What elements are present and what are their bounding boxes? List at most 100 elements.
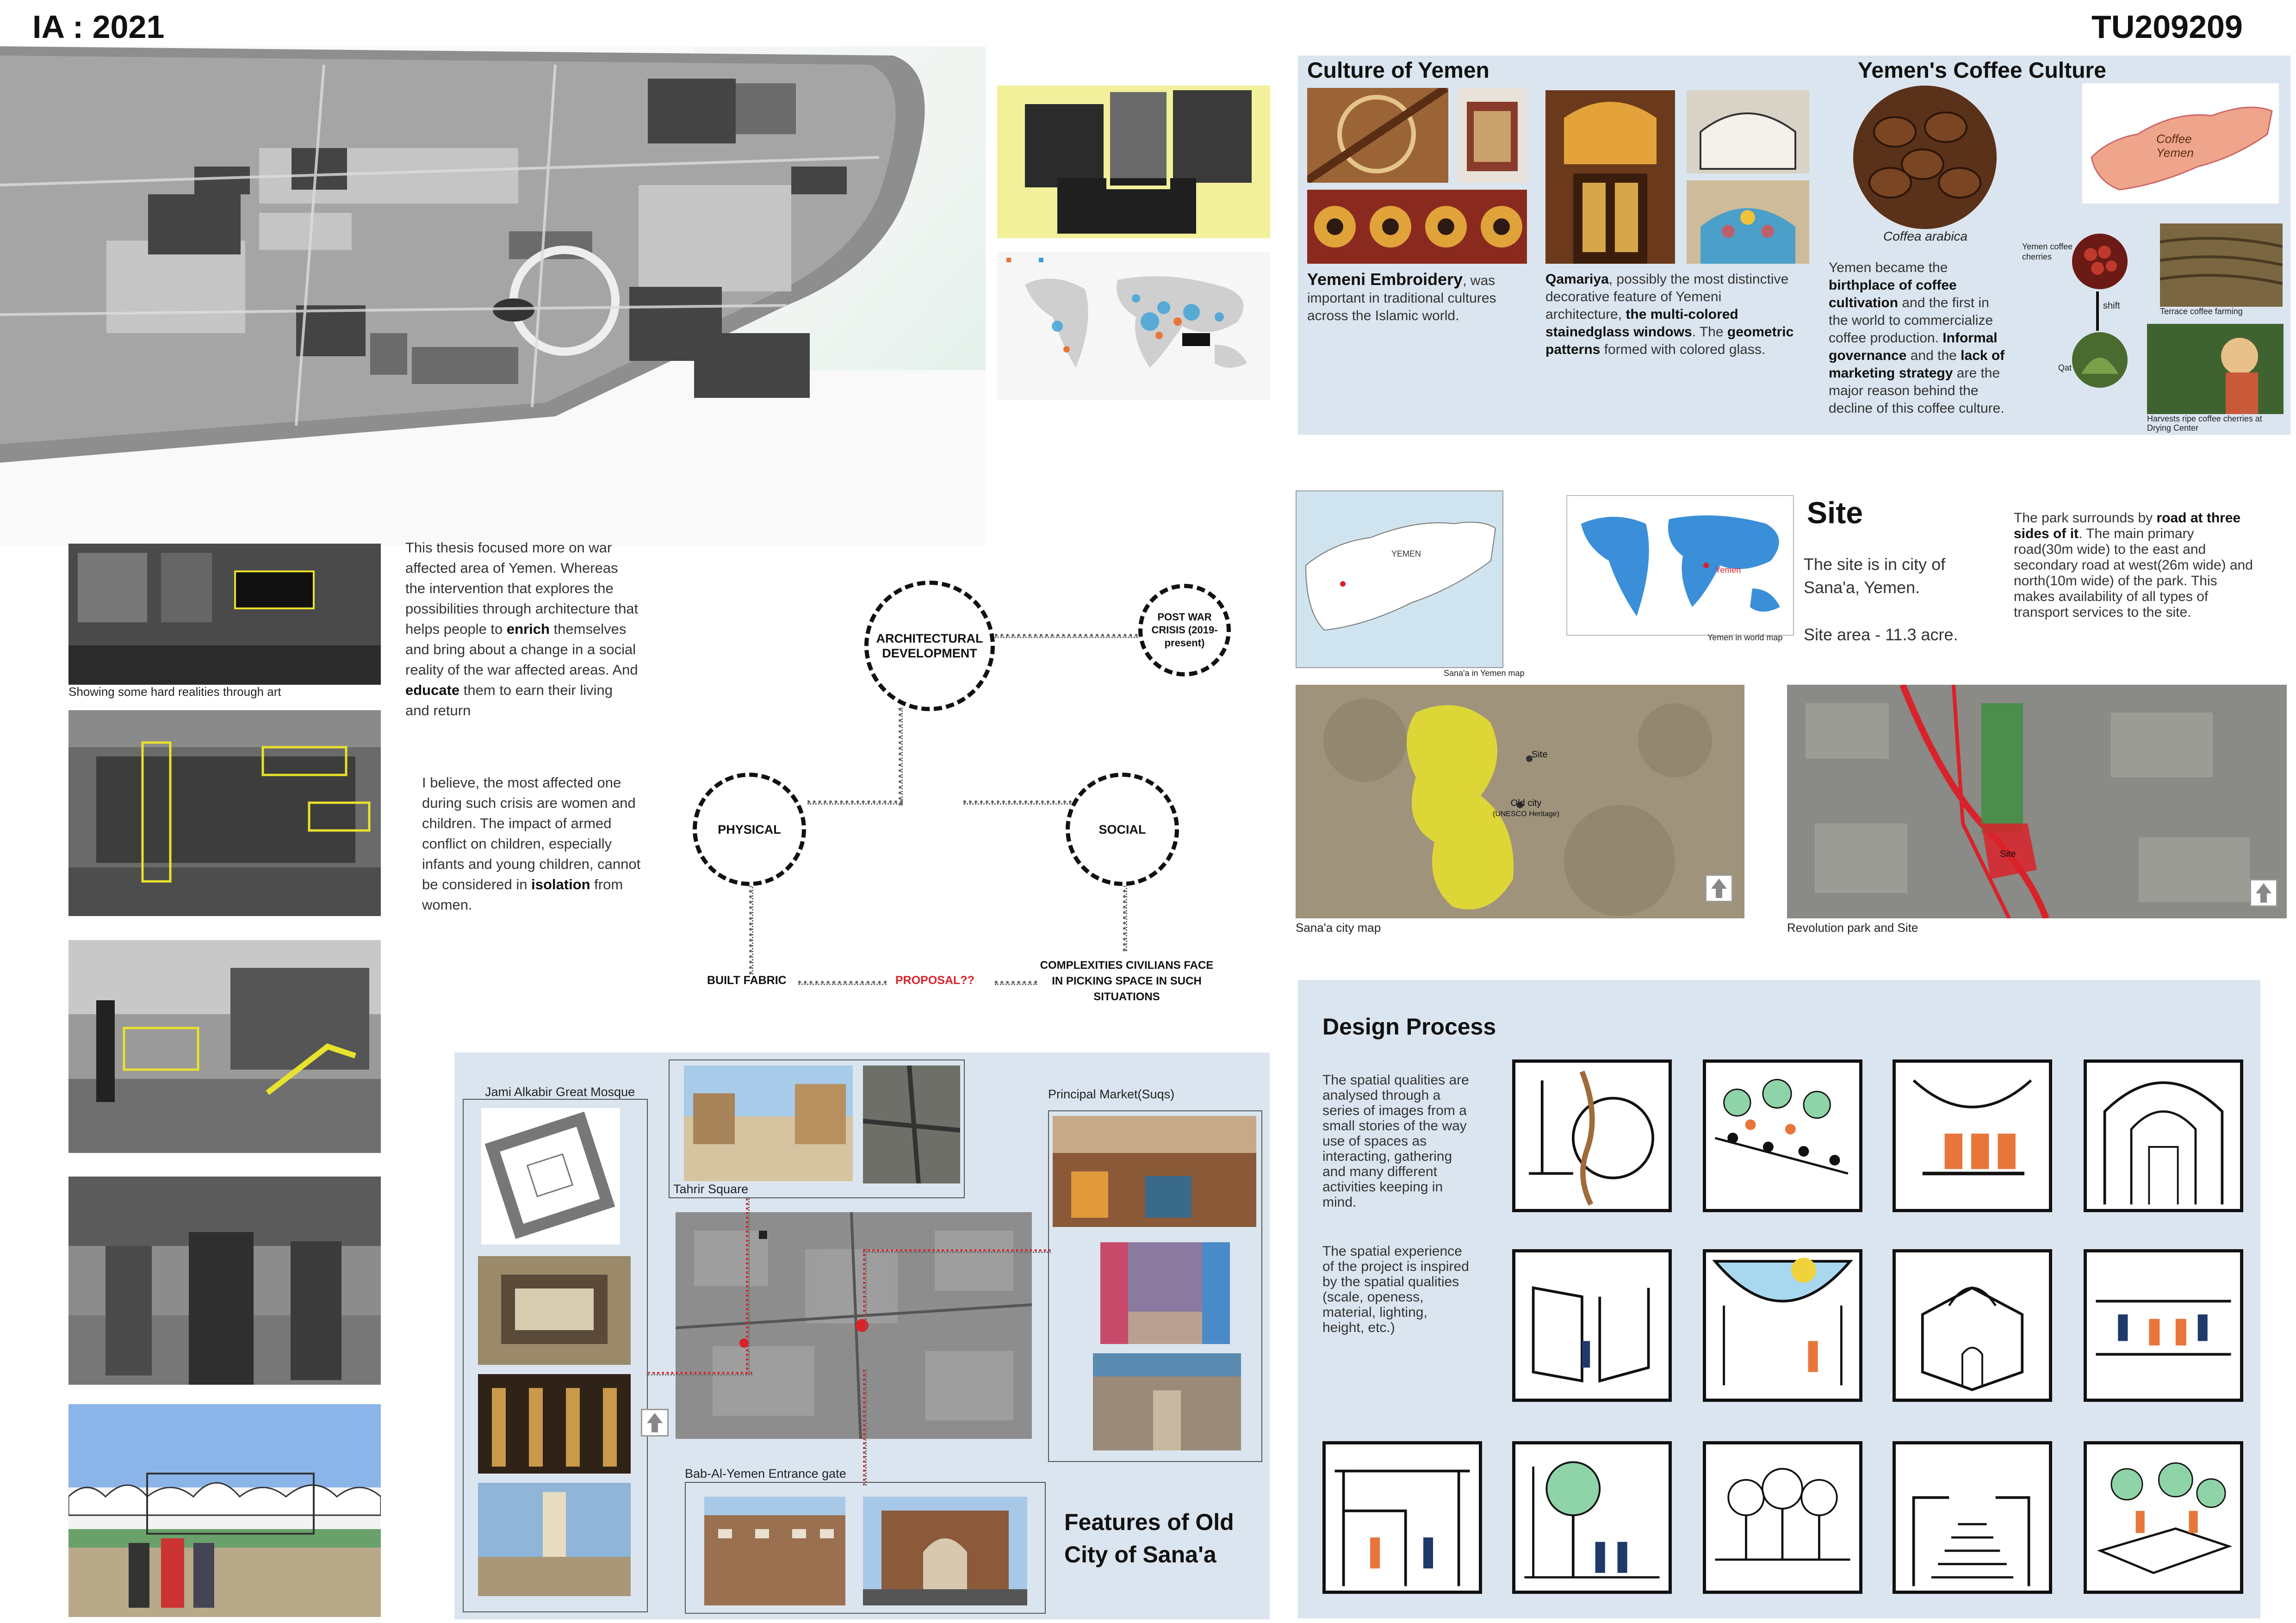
market-photo-2 <box>1100 1242 1230 1344</box>
sketch-3-3 <box>1703 1441 1862 1594</box>
qamariya-window-photo-2 <box>1687 180 1809 264</box>
qamariya-door-photo <box>1545 90 1675 264</box>
sheet-code-right: TU209209 <box>2091 9 2243 45</box>
sketch-1-2 <box>1703 1059 1862 1212</box>
mosque-aerial-photo <box>478 1256 631 1365</box>
diagram-built-fabric: BUILT FABRIC <box>707 974 787 987</box>
connector-tahrir <box>746 1198 750 1375</box>
diagram-line-physical-down <box>749 879 753 974</box>
coffee-map-label: Coffee Yemen <box>2156 132 2194 160</box>
diagram-line-proposal-complex <box>995 981 1037 985</box>
bab-photo-1 <box>704 1497 845 1605</box>
mosque-minaret-photo <box>478 1483 631 1596</box>
sketch-3-1 <box>1322 1441 1482 1594</box>
connector-bab <box>863 1369 867 1486</box>
yemen-map-caption: Sana'a in Yemen map <box>1444 669 1525 678</box>
sketch-1-4 <box>2084 1059 2243 1212</box>
intro-paragraph-1: This thesis focused more on war affected… <box>405 539 639 719</box>
diagram-line-fabric-proposal <box>798 981 887 985</box>
diagram-proposal: PROPOSAL?? <box>895 974 974 987</box>
sketch-3-4 <box>1893 1441 2052 1594</box>
market-frame <box>1048 1110 1262 1462</box>
design-process-title: Design Process <box>1322 1014 1496 1040</box>
embroidery-photo-1 <box>1307 88 1448 183</box>
design-process-text-2: The spatial experience of the project is… <box>1322 1244 1469 1335</box>
coffee-text: Yemen became the birthplace of coffee cu… <box>1829 260 2005 416</box>
design-process-text-1: The spatial qualities are analysed throu… <box>1322 1072 1469 1210</box>
site-title: Site <box>1807 496 1863 530</box>
old-city-name: Old city <box>1510 798 1542 808</box>
tahrir-label: Tahrir Square <box>673 1182 749 1196</box>
sketch-3-2 <box>1512 1441 1672 1594</box>
diagram-line-left-branch <box>807 800 903 805</box>
old-city-label: Old city (UNESCO Heritage) <box>1484 798 1568 819</box>
old-city-title: Features of Old City of Sana'a <box>1064 1509 1234 1567</box>
harvest-caption: Harvests ripe coffee cherries at Drying … <box>2147 414 2262 433</box>
yemen-map: YEMEN <box>1296 490 1503 668</box>
qat-label: Qat <box>2058 363 2072 372</box>
world-map-yemen-label: Yemen <box>1715 565 1741 575</box>
bab-label: Bab-Al-Yemen Entrance gate <box>685 1467 846 1481</box>
diagram-social: SOCIAL <box>1066 773 1179 886</box>
old-city-aerial-map <box>676 1212 1032 1439</box>
connector-market-v <box>863 1249 867 1331</box>
embroidery-photo-2 <box>1458 88 1527 183</box>
sanaa-city-map-caption: Sana'a city map <box>1296 921 1381 935</box>
embroidery-photo-3 <box>1307 190 1527 264</box>
diagram-architectural-development: ARCHITECTURAL DEVELOPMENT <box>864 581 995 711</box>
tahrir-aerial-photo <box>863 1065 960 1183</box>
mosque-interior-photo <box>478 1374 631 1474</box>
photo-art-caption: Showing some hard realities through art <box>68 685 281 699</box>
coffee-cherries-photo <box>2072 234 2128 289</box>
embroidery-text: Yemeni Embroidery, was important in trad… <box>1307 271 1506 325</box>
shift-arrow-icon <box>2096 291 2099 331</box>
conflict-world-map <box>997 252 1270 400</box>
photo-ruined-building <box>68 710 381 916</box>
north-arrow-icon <box>2250 879 2277 907</box>
market-label: Principal Market(Suqs) <box>1048 1087 1175 1101</box>
market-photo-3 <box>1093 1353 1241 1450</box>
photo-children-rubble <box>68 940 381 1153</box>
market-photo-1 <box>1053 1116 1256 1227</box>
diagram-line-social-down <box>1123 879 1127 951</box>
world-map: Yemen <box>1566 495 1794 636</box>
sanaa-city-map: Site Old city (UNESCO Heritage) <box>1296 685 1744 918</box>
diagram-line-right-branch <box>963 800 1077 805</box>
tahrir-square-photo <box>684 1065 853 1181</box>
bab-frame <box>685 1482 1046 1614</box>
north-arrow-icon <box>1705 874 1733 902</box>
sketch-1-3 <box>1893 1059 2052 1212</box>
shift-label: shift <box>2103 301 2120 311</box>
connector-mosque <box>648 1372 752 1375</box>
sheet-code-left: IA : 2021 <box>32 9 165 45</box>
aerial-masterplan-render <box>0 46 986 546</box>
site-city-text: The site is in city of Sana'a, Yemen. <box>1804 555 1946 597</box>
diagram-post-war-crisis: POST WAR CRISIS (2019-present) <box>1138 584 1231 676</box>
yemen-coffee-map: Coffee Yemen <box>2082 83 2279 204</box>
site-pin-label: Site <box>1532 750 1548 760</box>
qamariya-text: Qamariya, possibly the most distinctive … <box>1545 272 1794 357</box>
qamariya-window-photo-1 <box>1687 90 1809 173</box>
revolution-park-map: Site <box>1787 685 2287 918</box>
diagram-physical: PHYSICAL <box>693 773 806 886</box>
diagram-line-arch-down <box>899 708 903 805</box>
coffee-cherries-label: Yemen coffee cherries <box>2022 242 2073 261</box>
terrace-farming-caption: Terrace coffee farming <box>2160 307 2243 316</box>
connector-market <box>863 1249 1051 1253</box>
coffee-beans-photo <box>1853 86 1997 229</box>
world-map-caption: Yemen in world map <box>1707 633 1783 642</box>
mosque-label: Jami Alkabir Great Mosque <box>485 1085 635 1099</box>
sketch-2-2 <box>1703 1249 1862 1402</box>
revolution-site-label: Site <box>2000 849 2016 859</box>
site-description: The park surrounds by road at three side… <box>2014 510 2253 620</box>
diagram-line-arch-post <box>995 634 1143 638</box>
photo-mural-children <box>68 1404 381 1617</box>
photo-art-realities <box>68 544 381 685</box>
photo-armed-children <box>68 1177 381 1385</box>
embroidery-description: , was important in traditional cultures … <box>1307 273 1496 323</box>
sketch-3-5 <box>2084 1441 2243 1594</box>
revolution-park-caption: Revolution park and Site <box>1787 921 1918 935</box>
qat-photo <box>2072 332 2128 388</box>
sketch-2-4 <box>2084 1249 2243 1402</box>
harvest-photo <box>2147 324 2284 414</box>
